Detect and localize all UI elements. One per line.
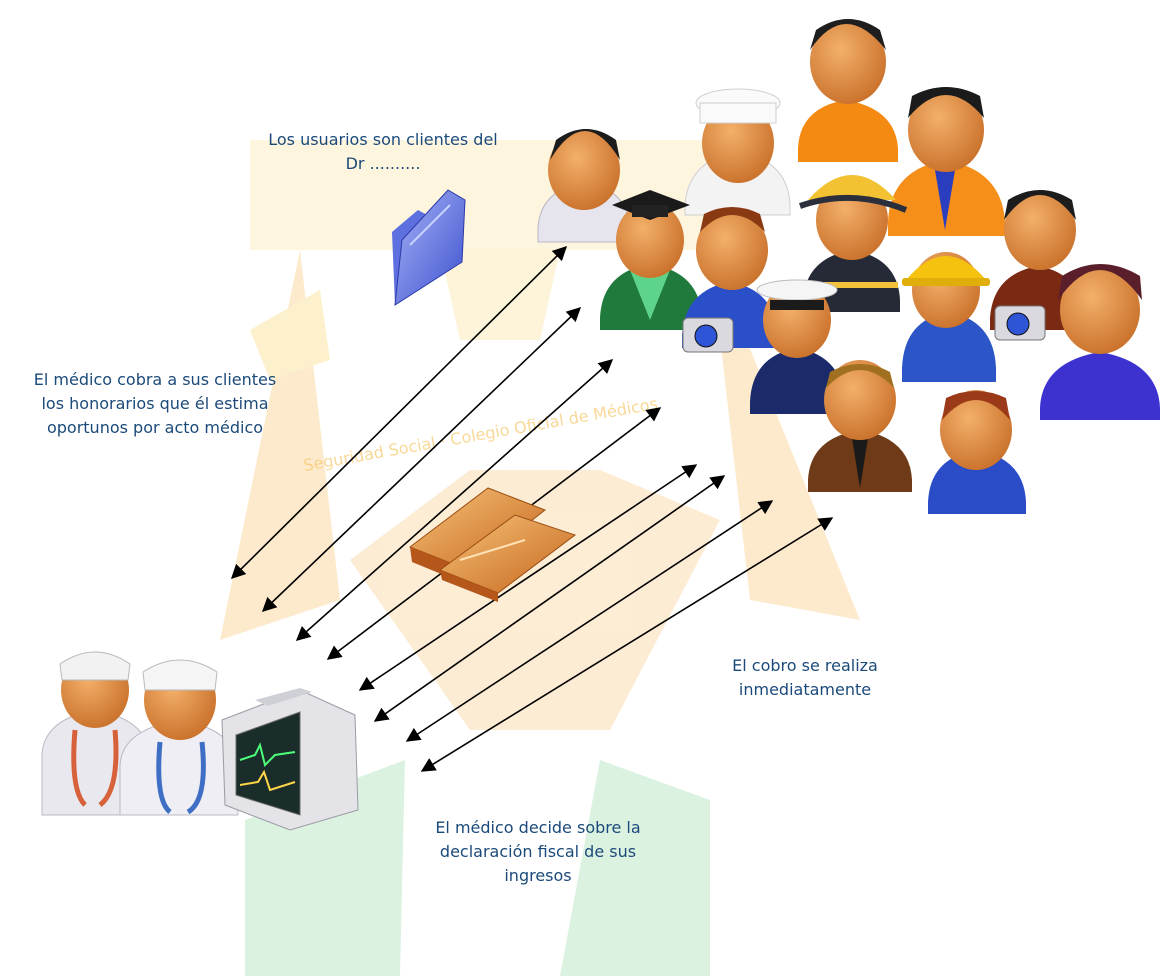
camera-icon-2 <box>994 305 1046 341</box>
label-charge-line1: El médico cobra a sus clientes <box>33 370 277 389</box>
label-doctor-charges: El médico cobra a sus clientes los honor… <box>0 368 310 440</box>
gold-bars-icon <box>408 487 577 602</box>
label-fiscal-decision: El médico decide sobre la declaración fi… <box>398 816 678 888</box>
person-graduate <box>600 190 702 330</box>
person-captain <box>750 279 845 414</box>
person-photographer <box>682 207 778 353</box>
person-woman-grey <box>537 129 631 243</box>
person-purple-woman <box>1040 264 1160 420</box>
person-blue-woman <box>928 390 1026 514</box>
heart-monitor-icon <box>221 688 359 831</box>
person-orange-woman <box>798 19 898 162</box>
label-charge-line2: los honorarios que él estima <box>41 394 269 413</box>
arrow-8 <box>420 517 834 772</box>
person-construction <box>902 252 996 382</box>
label-immediate-charge: El cobro se realiza inmediatamente <box>690 654 920 702</box>
label-decision-line1: El médico decide sobre la <box>435 818 641 837</box>
person-chef <box>684 88 791 216</box>
person-businessman-orange <box>888 87 1005 236</box>
label-users-line1: Los usuarios son clientes del <box>268 130 498 149</box>
watermark-text: Seguridad Social · Colegio Oficial de Mé… <box>302 394 659 475</box>
label-decision-line2: declaración fiscal de sus <box>439 842 637 861</box>
folder-icon <box>392 189 466 306</box>
label-immediate-line2: inmediatamente <box>738 680 872 699</box>
label-users-clients: Los usuarios son clientes del Dr .......… <box>238 128 528 176</box>
crowd <box>537 19 1160 514</box>
camera-icon <box>682 317 734 353</box>
arrows <box>230 245 834 772</box>
label-immediate-line1: El cobro se realiza <box>732 656 878 675</box>
doctors-icon <box>41 651 239 816</box>
person-firefighter <box>799 175 908 312</box>
label-users-line2: Dr .......... <box>345 154 421 173</box>
label-charge-line3: oportunos por acto médico <box>46 418 264 437</box>
person-brown-suit <box>808 360 912 492</box>
label-decision-line3: ingresos <box>504 866 572 885</box>
